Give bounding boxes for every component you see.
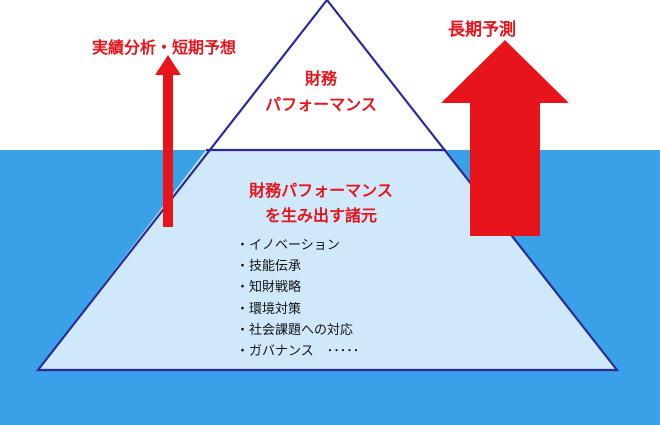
short-term-analysis-label: 実績分析・短期予想 <box>92 38 237 57</box>
long-term-forecast-label: 長期予測 <box>448 20 516 40</box>
driver-item: ・社会課題への対応 <box>236 322 354 338</box>
pyramid-visible-tip <box>206 0 446 150</box>
financial-performance-label: 財務 パフォーマンス <box>196 66 446 118</box>
performance-drivers-heading-line2: を生み出す諸元 <box>264 206 377 225</box>
performance-drivers-list: ・イノベーション・技能伝承・知財戦略・環境対策・社会課題への対応・ガバナンス ･… <box>236 235 359 362</box>
financial-performance-line2: パフォーマンス <box>265 95 377 114</box>
long-term-up-arrow <box>441 40 569 236</box>
driver-item: ・知財戦略 <box>236 280 302 296</box>
driver-item: ・ガバナンス ･････ <box>236 344 360 360</box>
performance-drivers-heading-line1: 財務パフォーマンス <box>249 181 393 200</box>
driver-item: ・技能伝承 <box>236 259 302 275</box>
driver-item: ・イノベーション <box>236 238 340 253</box>
financial-performance-line1: 財務 <box>304 69 337 88</box>
driver-item: ・環境対策 <box>236 301 302 317</box>
short-term-up-arrow <box>155 55 181 227</box>
performance-drivers-heading: 財務パフォーマンス を生み出す諸元 <box>196 178 446 228</box>
